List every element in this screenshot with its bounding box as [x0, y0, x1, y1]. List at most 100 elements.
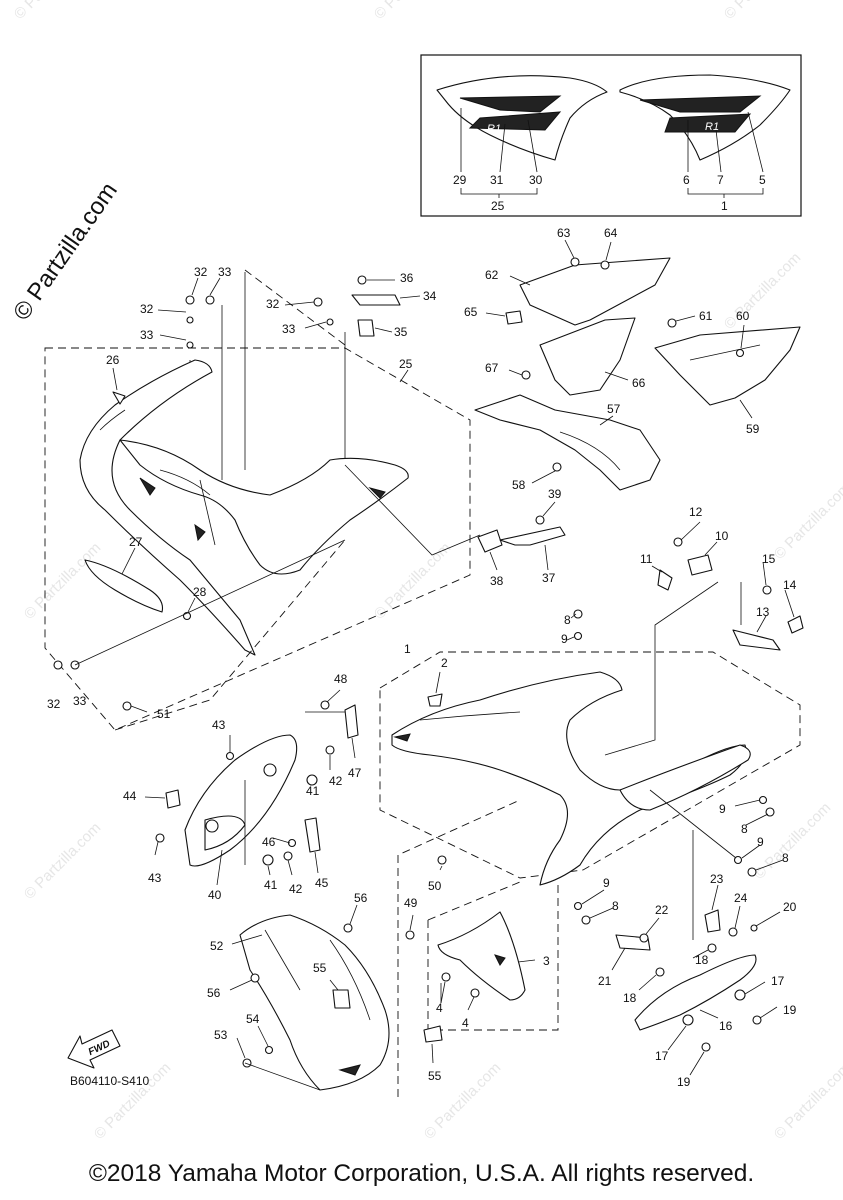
callout-67: 67	[485, 361, 499, 375]
svg-text:© Partzilla.com: © Partzilla.com	[721, 0, 804, 23]
callout-6: 6	[683, 173, 690, 187]
fwd-arrow-icon: FWD	[67, 1029, 121, 1069]
callout-17: 17	[771, 974, 785, 988]
callout-8: 8	[782, 851, 789, 865]
callout-9: 9	[757, 835, 764, 849]
callout-29: 29	[453, 173, 467, 187]
right-side-fairing-group	[379, 521, 804, 940]
callout-19: 19	[783, 1003, 797, 1017]
svg-text:© Partzilla.com: © Partzilla.com	[371, 539, 454, 622]
svg-text:© Partzilla.com: © Partzilla.com	[91, 1059, 174, 1142]
callout-8: 8	[741, 822, 748, 836]
callout-17: 17	[655, 1049, 669, 1063]
callout-14: 14	[783, 578, 797, 592]
callout-43: 43	[212, 718, 226, 732]
callout-38: 38	[490, 574, 504, 588]
callout-41: 41	[306, 784, 320, 798]
callout-28: 28	[193, 585, 207, 599]
lower-right-bracket-group	[611, 884, 781, 1076]
callout-55: 55	[313, 961, 327, 975]
callout-47: 47	[348, 766, 362, 780]
callout-43: 43	[148, 871, 162, 885]
callout-25: 25	[491, 199, 505, 213]
svg-text:© Partzilla.com: © Partzilla.com	[11, 0, 94, 23]
callout-3: 3	[543, 954, 550, 968]
callout-8: 8	[612, 899, 619, 913]
callout-33: 33	[218, 265, 232, 279]
callout-66: 66	[632, 376, 646, 390]
callout-37: 37	[542, 571, 556, 585]
svg-text:© Partzilla.com: © Partzilla.com	[721, 249, 804, 332]
callout-32: 32	[266, 297, 280, 311]
upper-left-fairing-group	[44, 269, 471, 731]
decal-inset-box: R1 R1 29 31 30 25 6 7 5 1	[420, 54, 802, 217]
callout-65: 65	[464, 305, 478, 319]
callout-35: 35	[394, 325, 408, 339]
callout-33: 33	[282, 322, 296, 336]
callout-30: 30	[529, 173, 543, 187]
callout-18: 18	[623, 991, 637, 1005]
callout-31: 31	[490, 173, 504, 187]
callout-61: 61	[699, 309, 713, 323]
callout-5: 5	[759, 173, 766, 187]
callout-39: 39	[548, 487, 562, 501]
callout-10: 10	[715, 529, 729, 543]
callout-54: 54	[246, 1012, 260, 1026]
callout-40: 40	[208, 888, 222, 902]
callout-19: 19	[677, 1075, 691, 1089]
svg-text:R1: R1	[487, 123, 501, 135]
callout-32: 32	[194, 265, 208, 279]
callout-46: 46	[262, 835, 276, 849]
callout-58: 58	[512, 478, 526, 492]
callout-26: 26	[106, 353, 120, 367]
callout-13: 13	[756, 605, 770, 619]
svg-text:R1: R1	[705, 121, 719, 133]
callout-7: 7	[717, 173, 724, 187]
callout-48: 48	[334, 672, 348, 686]
callout-2: 2	[441, 656, 448, 670]
callout-32: 32	[47, 697, 61, 711]
callout-64: 64	[604, 226, 618, 240]
callout-49: 49	[404, 896, 418, 910]
svg-text:© Partzilla.com: © Partzilla.com	[21, 539, 104, 622]
svg-text:© Partzilla.com: © Partzilla.com	[771, 1059, 843, 1142]
callout-34: 34	[423, 289, 437, 303]
callout-9: 9	[719, 802, 726, 816]
callout-25: 25	[399, 357, 413, 371]
callout-56: 56	[207, 986, 221, 1000]
upper-right-bracket-group	[344, 239, 801, 571]
callout-59: 59	[746, 422, 760, 436]
callout-32: 32	[140, 302, 154, 316]
figure-code: B604110-S410	[70, 1074, 150, 1088]
callout-57: 57	[607, 402, 621, 416]
callout-52: 52	[210, 939, 224, 953]
callout-4: 4	[436, 1001, 443, 1015]
callout-56: 56	[354, 891, 368, 905]
svg-text:© Partzilla.com: © Partzilla.com	[371, 0, 454, 23]
callout-9: 9	[603, 876, 610, 890]
svg-text:© Partzilla.com: © Partzilla.com	[21, 819, 104, 902]
callout-20: 20	[783, 900, 797, 914]
callout-18: 18	[695, 953, 709, 967]
callout-45: 45	[315, 876, 329, 890]
callout-44: 44	[123, 789, 137, 803]
callout-42: 42	[329, 774, 343, 788]
callout-50: 50	[428, 879, 442, 893]
callout-24: 24	[734, 891, 748, 905]
callout-1: 1	[721, 199, 728, 213]
callout-23: 23	[710, 872, 724, 886]
callout-33: 33	[73, 694, 87, 708]
callout-1: 1	[404, 642, 411, 656]
callout-36: 36	[400, 271, 414, 285]
lower-panel-group	[229, 799, 559, 1097]
callout-12: 12	[689, 505, 703, 519]
copyright-notice: ©2018 Yamaha Motor Corporation, U.S.A. A…	[88, 1160, 755, 1187]
callout-9: 9	[561, 632, 568, 646]
svg-text:© Partzilla.com: © Partzilla.com	[771, 479, 843, 562]
callout-41: 41	[264, 878, 278, 892]
callout-16: 16	[719, 1019, 733, 1033]
callout-4: 4	[462, 1016, 469, 1030]
